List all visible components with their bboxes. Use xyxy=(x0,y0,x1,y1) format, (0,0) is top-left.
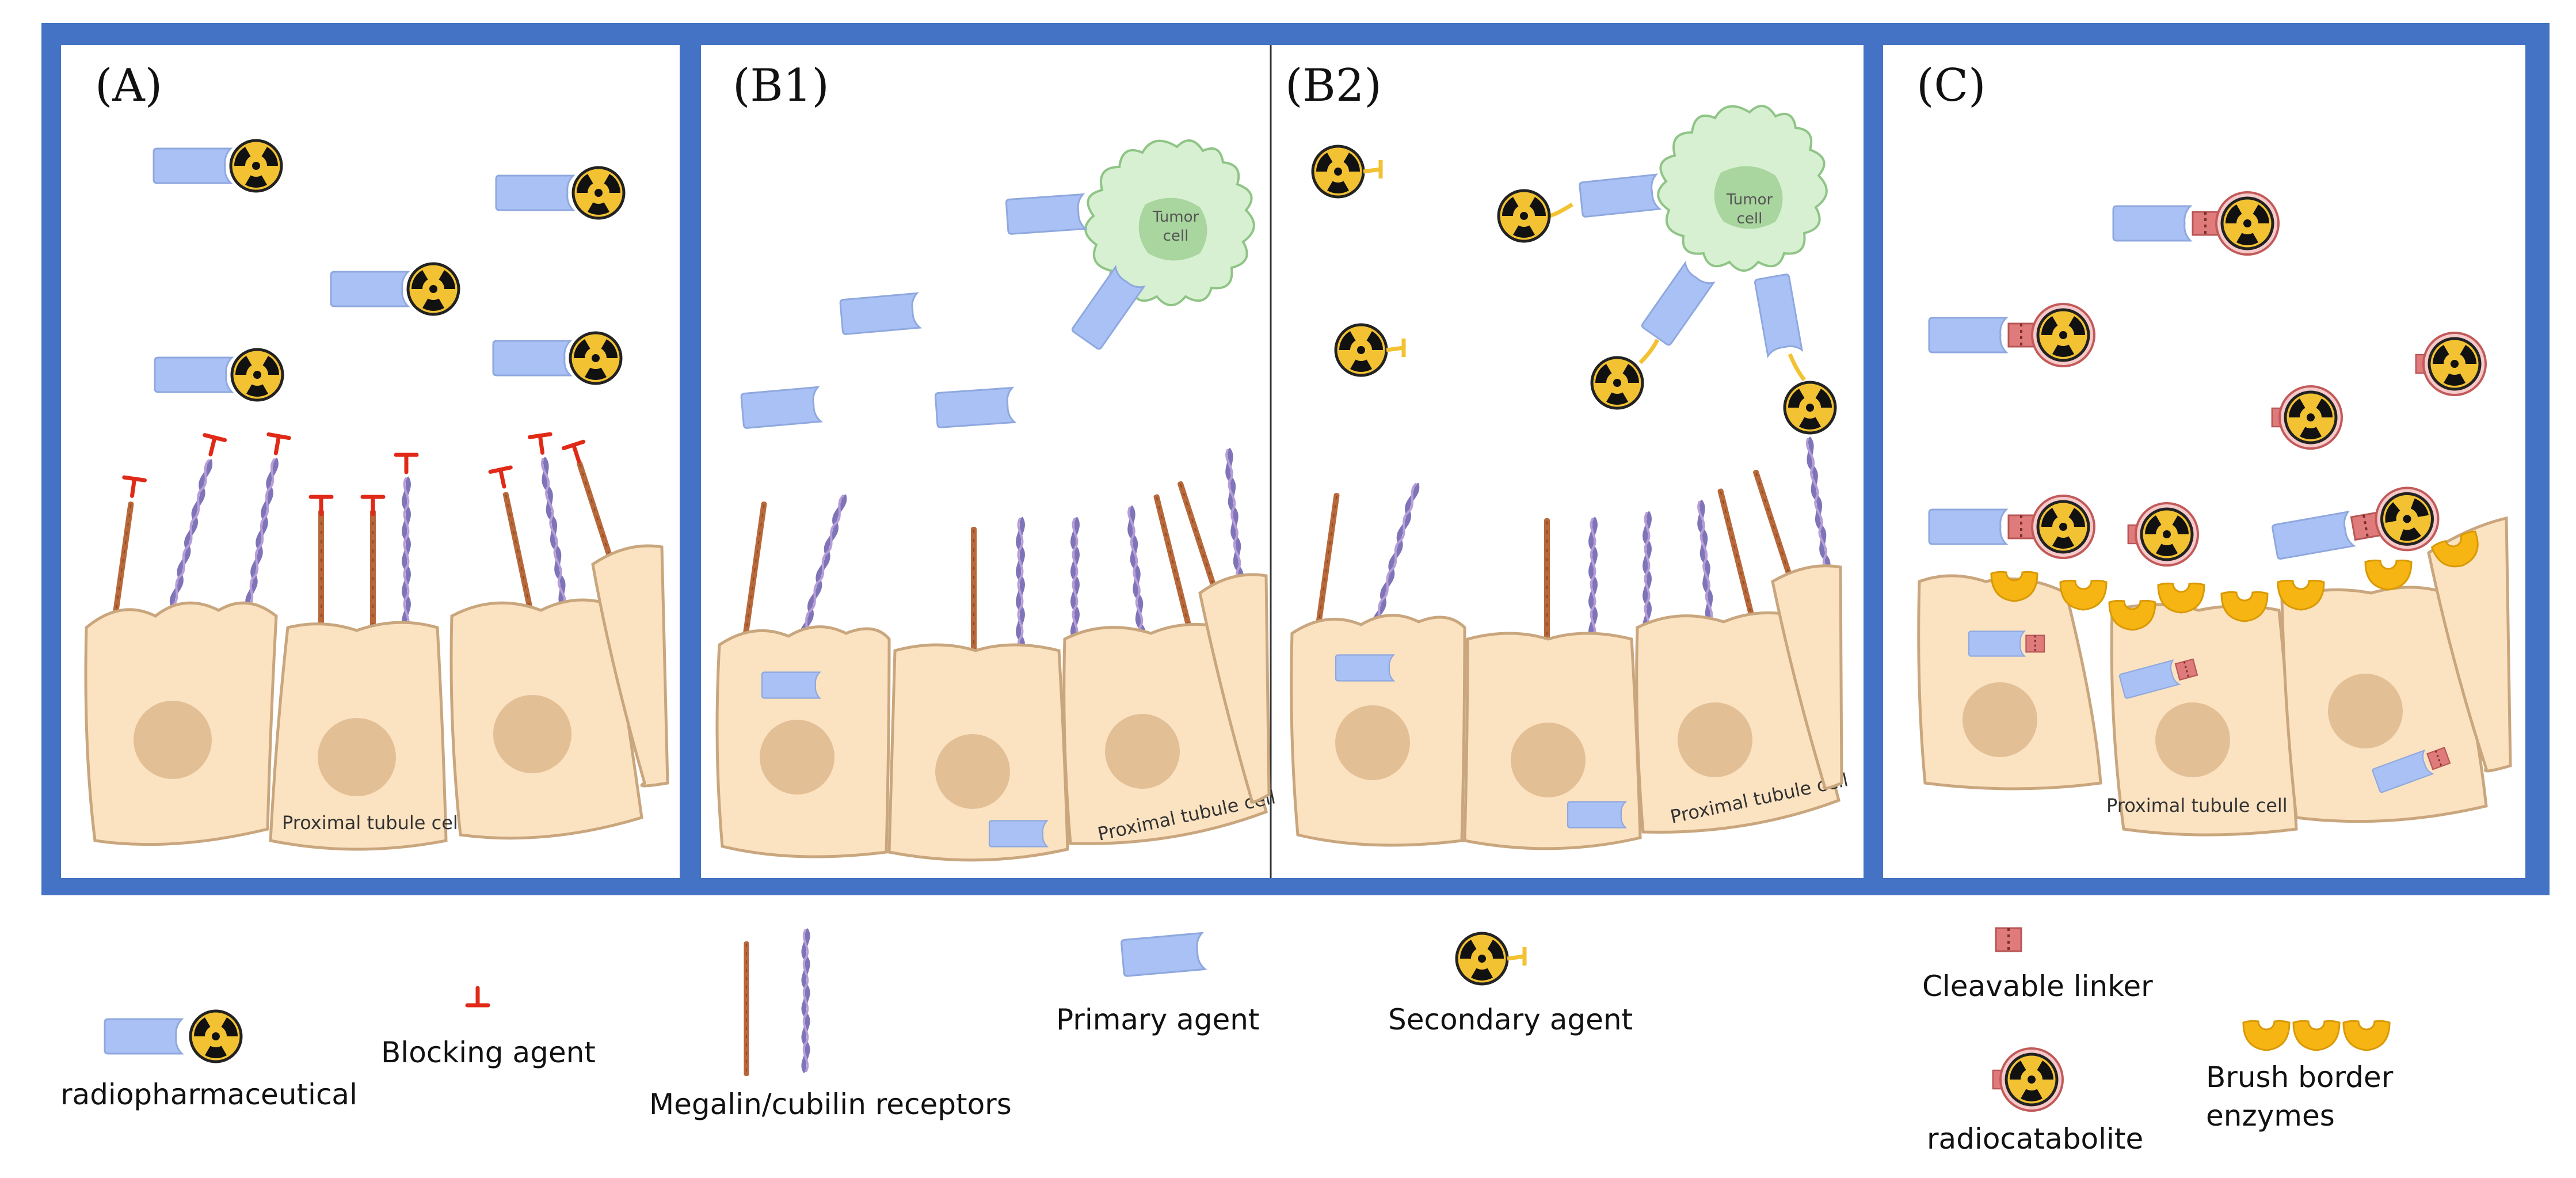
panel-c-label: (C) xyxy=(1916,60,1986,112)
legend-primary-agent-label: Primary agent xyxy=(1056,1003,1260,1036)
legend-receptors-label: Megalin/cubilin receptors xyxy=(649,1088,1012,1121)
proximal-tubule-cell xyxy=(591,544,669,788)
internalized-agent xyxy=(1567,801,1626,829)
proximal-tubule-cell xyxy=(2427,516,2512,773)
nucleus xyxy=(2328,674,2403,748)
proximal-tubule-cell xyxy=(1771,564,1843,790)
legend: radiopharmaceutical Blocking agent Megal… xyxy=(60,927,2394,1156)
internalized-agent xyxy=(988,820,1048,848)
internalized-agent xyxy=(1335,654,1394,682)
panel-b2-label: (B2) xyxy=(1285,60,1382,112)
panel-c: (C) Proximal tubule cell xyxy=(1916,60,2512,837)
nucleus xyxy=(1511,723,1586,797)
legend-radiocatabolite-icon xyxy=(1992,1048,2063,1111)
secondary-agent xyxy=(1311,146,1383,200)
primary-agent xyxy=(934,386,1016,429)
legend-blocking-agent-label: Blocking agent xyxy=(381,1036,596,1069)
nucleus xyxy=(760,720,834,795)
nucleus xyxy=(1963,682,2037,757)
panel-b1-label: (B1) xyxy=(733,60,829,112)
nucleus xyxy=(1335,705,1410,780)
nucleus xyxy=(935,734,1010,809)
panel-a: (A) Proximal tubule cell xyxy=(84,60,669,851)
legend-primary-agent-icon xyxy=(1120,932,1206,978)
legend-radiopharmaceutical-label: radiopharmaceutical xyxy=(60,1078,357,1111)
nucleus xyxy=(2155,702,2230,777)
internalized-agent xyxy=(761,671,821,699)
secondary-agent-link xyxy=(1788,353,1806,382)
legend-cleavable-linker-label: Cleavable linker xyxy=(1922,970,2153,1003)
legend-brush-border-enzymes-icon xyxy=(2242,1020,2391,1051)
legend-cleavable-linker-icon xyxy=(1995,927,2022,952)
cell-caption: Proximal tubule cell xyxy=(2106,795,2288,816)
legend-blocking-agent-icon xyxy=(467,988,488,1005)
primary-agent xyxy=(1578,173,1661,218)
legend-radiopharmaceutical-icon xyxy=(104,1011,241,1065)
tumor-nucleus xyxy=(1138,197,1207,261)
nucleus xyxy=(318,718,396,796)
primary-agent xyxy=(839,292,921,336)
secondary-agent-link xyxy=(1638,339,1660,364)
legend-secondary-agent-label: Secondary agent xyxy=(1388,1003,1633,1036)
panel-a-label: (A) xyxy=(95,60,162,112)
legend-radiocatabolite-label: radiocatabolite xyxy=(1927,1122,2143,1156)
proximal-tubule-cell xyxy=(1198,573,1271,804)
cell-caption: Proximal tubule cell xyxy=(282,812,463,834)
nucleus xyxy=(1105,714,1180,789)
legend-secondary-agent-icon xyxy=(1455,933,1527,987)
primary-agent xyxy=(1005,193,1087,235)
legend-megalin-icon xyxy=(743,941,750,1077)
legend-cubilin-icon xyxy=(804,930,808,1072)
nucleus xyxy=(134,701,212,779)
nucleus xyxy=(493,695,571,773)
nucleus xyxy=(1678,702,1752,777)
internalized-agent xyxy=(1968,630,2045,657)
primary-agent xyxy=(740,386,822,430)
secondary-agent xyxy=(1334,325,1406,378)
tumor-nucleus xyxy=(1714,166,1783,229)
